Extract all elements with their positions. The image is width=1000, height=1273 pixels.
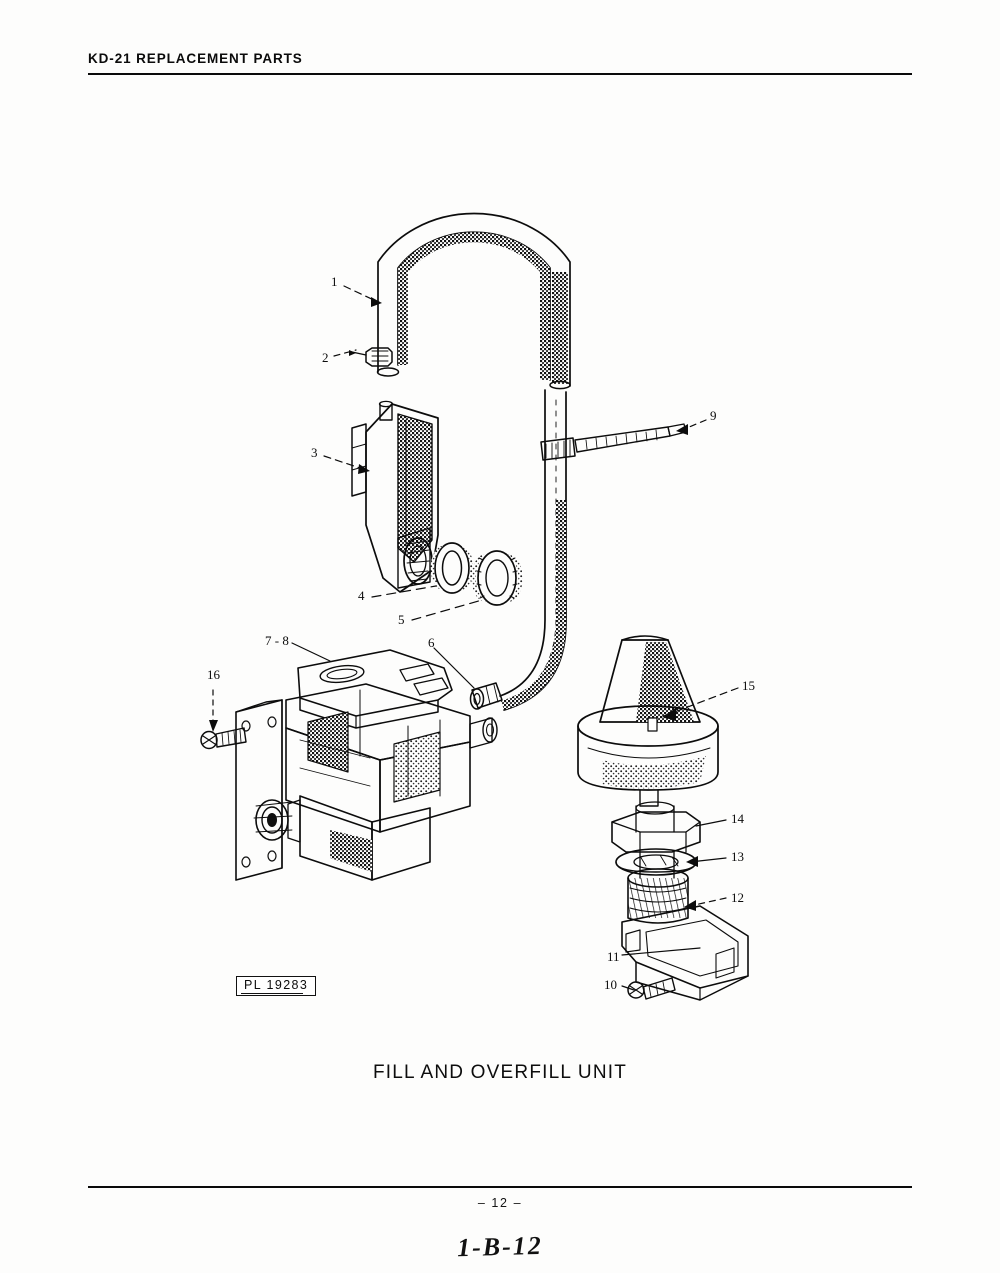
part-lever-arm-bracket — [621, 905, 749, 1001]
callout-10: 10 — [604, 977, 617, 992]
plate-number-text: PL 19283 — [244, 978, 309, 992]
figure-caption: FILL AND OVERFILL UNIT — [372, 1062, 628, 1083]
part-mounting-screw — [200, 727, 247, 750]
callout-14: 14 — [731, 811, 744, 826]
callout-16: 16 — [207, 667, 220, 682]
valve-inlet-nipple — [469, 717, 498, 749]
callout-13: 13 — [731, 849, 744, 864]
spout-outlet-neck — [397, 527, 433, 589]
part-hose-fitting-elbow — [469, 682, 503, 710]
part-fill-hose — [376, 212, 571, 390]
callout-1: 1 — [331, 274, 338, 289]
part-lever-pivot-screw — [627, 977, 676, 1000]
page-number: – 12 – — [477, 1196, 523, 1210]
part-valve-cover-plate — [297, 649, 453, 729]
valve-outlet-port — [253, 799, 301, 843]
callout-15: 15 — [742, 678, 755, 693]
part-spout-gasket — [430, 542, 474, 594]
part-sealing-washer — [615, 848, 697, 876]
header-divider — [88, 73, 912, 76]
fill-hose-lower-run — [499, 389, 567, 711]
plate-number-box: PL 19283 — [236, 976, 317, 997]
part-cable-tie-strap — [540, 423, 687, 461]
callout-5: 5 — [398, 612, 405, 627]
callout-3: 3 — [311, 445, 318, 460]
part-hose-clamp — [349, 347, 393, 367]
part-spout-cap-nut — [471, 550, 523, 606]
page-title: KD-21 REPLACEMENT PARTS — [88, 51, 303, 66]
plate-underline — [241, 992, 303, 995]
callout-11: 11 — [607, 949, 620, 964]
footer-divider — [88, 1186, 912, 1189]
part-hex-nut — [611, 801, 701, 853]
handwritten-section-code: 1-B-12 — [456, 1230, 544, 1263]
part-threaded-collar — [627, 851, 689, 924]
callout-2: 2 — [322, 350, 329, 365]
callout-9: 9 — [710, 408, 717, 423]
callout-7-8: 7 - 8 — [265, 633, 289, 648]
valve-body-block — [285, 683, 471, 881]
valve-mounting-bracket — [235, 699, 283, 881]
page-header: KD-21 REPLACEMENT PARTS — [88, 51, 912, 76]
part-overfill-valve-cap — [577, 635, 719, 807]
callout-6: 6 — [428, 635, 435, 650]
callout-4: 4 — [358, 588, 365, 603]
part-fill-spout-body — [351, 400, 439, 593]
callout-12: 12 — [731, 890, 744, 905]
